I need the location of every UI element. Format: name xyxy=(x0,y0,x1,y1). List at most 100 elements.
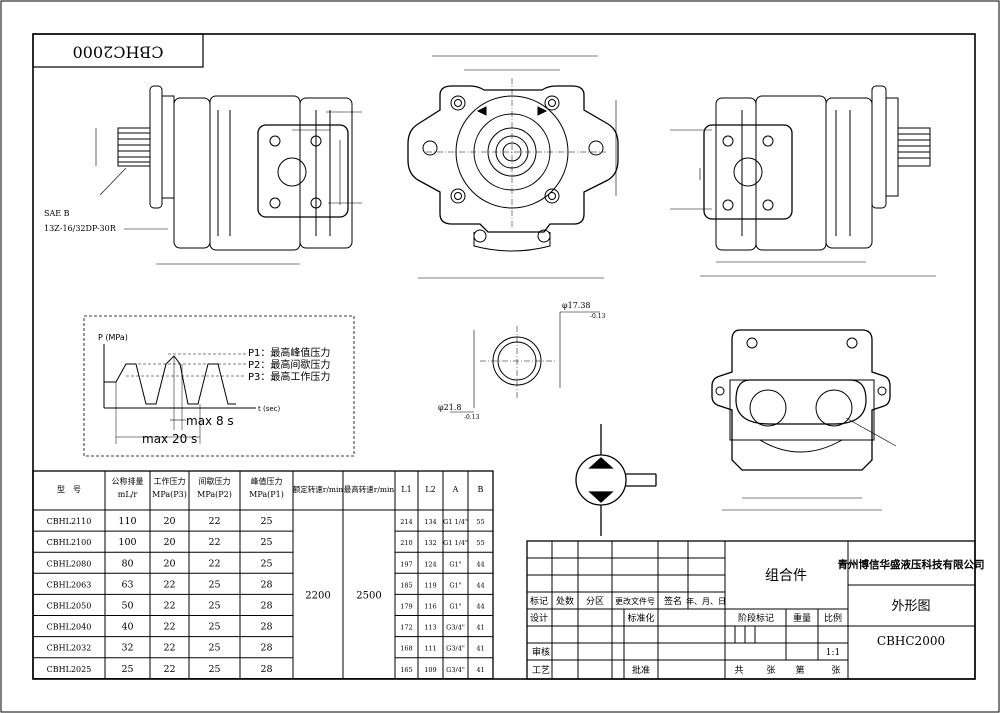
table-cell: 25 xyxy=(208,664,220,675)
table-cell: 100 xyxy=(118,537,136,548)
table-cell: 41 xyxy=(476,624,484,632)
spec-header-cell: MPa(P3) xyxy=(152,490,187,499)
table-cell: 44 xyxy=(476,560,484,568)
table-cell: G3/4" xyxy=(446,645,465,653)
graph-p1-label: P1：最高峰值压力 xyxy=(248,346,330,359)
table-cell: 25 xyxy=(208,600,220,611)
pressure-graph: P (MPa) t (sec) P1：最高峰值压力 P2：最高间歇压力 P3：最… xyxy=(83,315,355,457)
table-cell: 25 xyxy=(208,643,220,654)
table-cell: 124 xyxy=(424,560,436,568)
table-cell: 22 xyxy=(163,579,175,590)
standardize-label: 标准化 xyxy=(627,612,654,624)
table-cell: 22 xyxy=(208,558,220,569)
spec-header-cell: 峰值压力 xyxy=(251,476,283,486)
table-cell: 55 xyxy=(476,518,484,526)
pump-back-view xyxy=(711,329,897,511)
table-cell: 22 xyxy=(208,537,220,548)
table-cell: 63 xyxy=(121,579,133,590)
table-cell: 25 xyxy=(121,664,133,675)
company-name: 青州博信华盛液压科技有限公司 xyxy=(838,558,985,571)
table-cell: 197 xyxy=(400,560,412,568)
table-cell: 210 xyxy=(400,539,412,547)
graph-max-short-label: max 8 s xyxy=(186,414,234,428)
spec-header-cell: 型 号 xyxy=(57,485,81,494)
sheets-unit-1: 张 xyxy=(766,665,775,676)
spec-header-cell: L1 xyxy=(401,485,411,494)
graph-y-axis-label: P (MPa) xyxy=(98,333,128,342)
rev-header-sign: 签名 xyxy=(664,595,682,607)
table-cell: CBHL2050 xyxy=(47,601,92,610)
table-cell: G1 1/4" xyxy=(443,518,468,526)
table-cell: 20 xyxy=(163,558,175,569)
table-cell: G1 1/4" xyxy=(443,539,468,547)
table-cell: 28 xyxy=(260,579,272,590)
table-cell: CBHL2025 xyxy=(47,665,92,674)
inner-frame xyxy=(32,33,976,680)
table-cell: 22 xyxy=(163,600,175,611)
rev-header-date: 年、月、日 xyxy=(686,596,726,606)
table-cell: 172 xyxy=(400,624,412,632)
table-cell: 165 xyxy=(400,666,412,674)
pump-side-view-left xyxy=(95,85,362,265)
table-cell: 168 xyxy=(400,645,412,653)
table-cell: G3/4" xyxy=(446,624,465,632)
table-cell: 134 xyxy=(424,518,436,526)
spec-header-cell: L2 xyxy=(425,485,435,494)
graph-max-long-label: max 20 s xyxy=(142,432,197,446)
drawing-title: 外形图 xyxy=(891,599,930,614)
table-cell: CBHL2040 xyxy=(47,623,92,632)
sheets-unit-2: 张 xyxy=(831,665,840,676)
table-cell: 113 xyxy=(424,624,436,632)
root-dia-tol: -0.13 xyxy=(464,414,480,421)
table-cell: 179 xyxy=(400,602,412,610)
rev-header-zone: 分区 xyxy=(586,596,604,607)
table-cell: 111 xyxy=(424,645,436,653)
table-cell: 80 xyxy=(121,558,133,569)
graph-x-axis-label: t (sec) xyxy=(258,405,281,413)
table-cell: 119 xyxy=(424,581,436,589)
sheets-total-label: 共 xyxy=(734,665,743,676)
table-cell: 55 xyxy=(476,539,484,547)
table-cell: G1" xyxy=(449,602,461,610)
scale-label: 比例 xyxy=(824,612,842,624)
stage-mark-label: 阶段标记 xyxy=(738,612,774,624)
code-box-text: CBHC2000 xyxy=(73,43,164,62)
rev-header-mark: 标记 xyxy=(530,595,548,607)
spec-header-cell: MPa(P1) xyxy=(249,490,284,499)
spec-header-cell: 工作压力 xyxy=(154,476,186,486)
approve-label: 批准 xyxy=(632,664,650,676)
spec-header-cell: 额定转速r/min xyxy=(293,484,344,494)
table-cell: 28 xyxy=(260,600,272,611)
sheet-no-label: 第 xyxy=(795,664,804,676)
rev-header-count: 处数 xyxy=(556,595,574,607)
table-cell: 44 xyxy=(476,602,484,610)
weight-label: 重量 xyxy=(793,612,811,624)
table-cell: CBHL2080 xyxy=(47,559,92,568)
table-cell: 41 xyxy=(476,666,484,674)
outer-dia-tol: -0.13 xyxy=(590,313,606,320)
table-cell: 185 xyxy=(400,581,412,589)
table-cell: 22 xyxy=(163,643,175,654)
table-cell: 22 xyxy=(208,516,220,527)
graph-p3-label: P3：最高工作压力 xyxy=(248,370,330,383)
spline-detail xyxy=(450,311,600,413)
spec-header-cell: MPa(P2) xyxy=(197,490,232,499)
graph-p2-label: P2：最高间歇压力 xyxy=(248,358,330,371)
table-cell: 22 xyxy=(163,622,175,633)
assembly-label: 组合件 xyxy=(765,568,807,584)
table-cell: 132 xyxy=(424,539,436,547)
table-cell: CBHL2100 xyxy=(47,538,92,547)
check-label: 审核 xyxy=(532,646,550,658)
table-cell: 41 xyxy=(476,645,484,653)
spec-header-cell: 最高转速r/min xyxy=(344,484,395,494)
table-cell: 110 xyxy=(118,516,136,527)
code-box: CBHC2000 xyxy=(32,33,204,68)
table-cell: 109 xyxy=(424,666,436,674)
spec-header-cell: 间歇压力 xyxy=(199,476,231,486)
